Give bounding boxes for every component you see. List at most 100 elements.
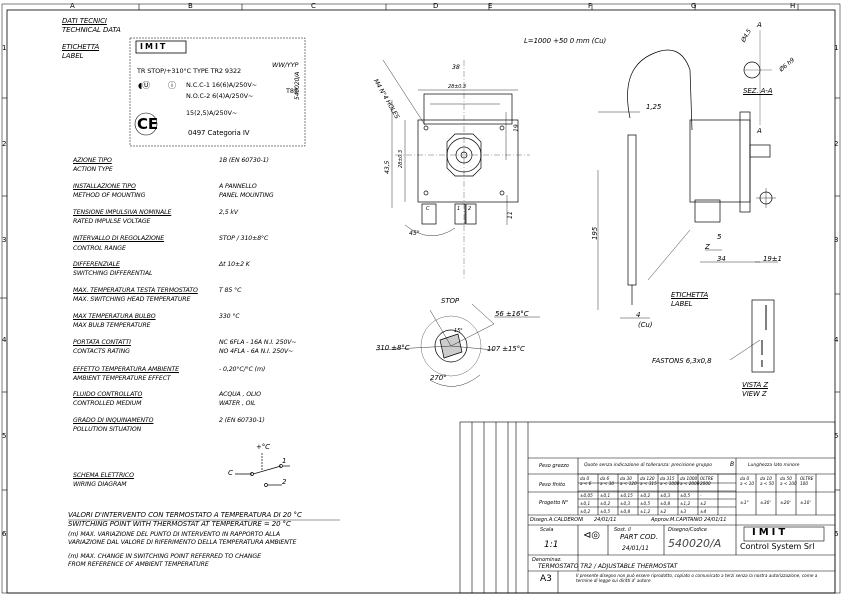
tol-row-b-cell: ±0,8: [660, 501, 671, 506]
spec-val2: WATER , OIL: [219, 400, 256, 407]
spec-en: WIRING DIAGRAM: [73, 481, 127, 488]
side-sez: SEZ. A-A: [743, 87, 773, 95]
spec-val: STOP / 310±8°C: [219, 235, 269, 242]
front-d28: 28±0.3: [448, 84, 466, 90]
grid-row-2-r: 2: [834, 140, 839, 148]
tb-date1: 24/01/11: [594, 517, 617, 523]
tol-head-cell: da 1000 a < 2000: [680, 476, 700, 486]
spec-val: NC 6FLA - 16A N.I. 250V~: [219, 339, 297, 346]
spec-val: 1B (EN 60730-1): [219, 157, 269, 164]
spec-en: POLLUTION SITUATION: [73, 426, 142, 433]
tb-disegno: Disegno/Codice: [668, 527, 707, 533]
front-d45: 45°: [409, 230, 420, 237]
tb-peso: Peso grezzo: [539, 463, 569, 469]
tb-denom: Denominaz.: [532, 557, 562, 563]
grid-row-6: 6: [2, 530, 7, 538]
tol-row-a-cell: ±0,5: [680, 493, 691, 498]
front-d43: 43,5: [384, 160, 391, 174]
spec-en: MAX BULB TEMPERATURE: [73, 322, 151, 329]
tol-head-cell: da 0 a < 6: [580, 476, 592, 486]
ang-head-cell: OLTRE 100: [800, 476, 814, 486]
dial-107: 107 ±15°C: [487, 345, 525, 353]
tb-date2: 24/01/11: [704, 517, 727, 523]
spec-it: AZIONE TIPO: [73, 157, 112, 164]
side-etichetta: ETICHETTA: [671, 291, 709, 299]
spec-it: FLUIDO CONTROLLATO: [73, 391, 143, 398]
side-view: VIEW Z: [742, 390, 767, 398]
tol-row-b-cell: ±0,1: [580, 501, 591, 506]
label-nc: N.C.C-1 16(6)A/250V~: [186, 81, 258, 89]
label-code: WW/YYP: [272, 61, 299, 69]
spec-en: ACTION TYPE: [73, 166, 113, 173]
spec-en: MAX. SWITCHING HEAD TEMPERATURE: [73, 296, 191, 303]
side-d5: 5: [717, 233, 722, 241]
tol-row-b-cell: ±0,3: [620, 501, 631, 506]
wiring-c: C: [228, 469, 233, 477]
tb-progetto: Progetto N°: [539, 500, 569, 506]
spec-val: 2,5 kV: [219, 209, 239, 216]
dial-270: 270°: [430, 374, 447, 382]
front-d19: 19: [513, 124, 520, 132]
tol-row-c-cell: ±2: [660, 509, 667, 514]
tb-date3: 24/01/11: [622, 545, 649, 552]
ang-head-cell: da 10 a < 50: [760, 476, 775, 486]
grid-col-d: D: [433, 2, 439, 10]
spec-it: DIFFERENZIALE: [73, 261, 120, 268]
wiring-1: 1: [282, 457, 287, 465]
spec-it: TENSIONE IMPULSIVA NOMINALE: [73, 209, 172, 216]
side-a-bottom: A: [757, 127, 762, 135]
side-d4: 4: [636, 311, 641, 319]
spec-val: 2 (EN 60730-1): [219, 417, 265, 424]
grid-col-b: B: [188, 2, 193, 10]
spec-it: PORTATA CONTATTI: [73, 339, 131, 346]
side-fastons: FASTONS 6,3x0,8: [652, 357, 712, 365]
grid-row-1-r: 1: [834, 44, 839, 52]
tol-row-a-cell: ±0,3: [660, 493, 671, 498]
tol-row-c-cell: ±0,8: [620, 509, 631, 514]
spec-val: T 85 °C: [219, 287, 242, 294]
tol-row-c-cell: ±1,2: [640, 509, 651, 514]
spec-val: 330 °C: [219, 313, 240, 320]
tb-company: Control System Srl: [740, 542, 815, 551]
tb-size: A3: [540, 574, 552, 584]
front-d38: 38: [452, 64, 460, 71]
front-term-1: 1: [457, 206, 461, 212]
spec-val2: NO 4FLA - 6A N.I. 250V~: [219, 348, 294, 355]
grid-row-6-r: 6: [834, 530, 839, 538]
projection-icon: ⊲◎: [583, 530, 600, 541]
side-len: L=1000 +50 0 mm (Cu): [524, 37, 607, 45]
spec-it: EFFETTO TEMPERATURA AMBIENTE: [73, 366, 179, 373]
tb-legal: Il presente disegno non può essere ripro…: [576, 573, 818, 583]
front-d11: 11: [507, 211, 514, 219]
tb-desc: TERMOSTATO TR2 / ADJUSTABLE THERMOSTAT: [538, 563, 678, 570]
front-d28v: 28±0.3: [398, 150, 404, 168]
ang-head-cell: da 50 a < 100: [780, 476, 797, 486]
ang-val-cell: ±30': [760, 501, 771, 506]
grid-row-3-r: 3: [834, 236, 839, 244]
tol-head-cell: da 315 a < 1000: [660, 476, 680, 486]
ang-val-cell: ±10': [800, 501, 811, 506]
front-term-2: 2: [468, 206, 472, 212]
grid-row-2: 2: [2, 140, 7, 148]
brand-logo: IMIT: [140, 42, 168, 51]
spec-val: ACQUA , OLIO: [219, 391, 261, 398]
spec-it: MAX TEMPERATURA BULBO: [73, 313, 156, 320]
spec-val: A PANNELLO: [219, 183, 257, 190]
title-it: DATI TECNICI: [62, 17, 107, 25]
spec-it: SCHEMA ELETTRICO: [73, 472, 134, 479]
grid-col-a: A: [70, 2, 75, 10]
grid-row-3: 3: [2, 236, 7, 244]
title-en: TECHNICAL DATA: [62, 26, 121, 34]
tb-tol: Quote senza indicazione di tolleranza: p…: [584, 463, 712, 468]
label-side-code: 540020/A: [294, 71, 301, 100]
tol-row-a-cell: ±0,1: [600, 493, 611, 498]
ang-head-cell: da 0 a < 10: [740, 476, 755, 486]
side-label: LABEL: [671, 300, 693, 308]
tb-lung: Lunghezza lato minore: [748, 463, 800, 468]
tb-peso-finito: Peso finito: [539, 482, 566, 488]
spec-it: MAX. TEMPERATURA TESTA TERMOSTATO: [73, 287, 198, 294]
side-d34: 34: [717, 255, 726, 263]
spec-en: AMBIENT TEMPERATURE EFFECT: [73, 375, 171, 382]
tol-row-a-cell: ±0,2: [640, 493, 651, 498]
tb-approvato: Approv.M.CAPITANIO: [651, 517, 703, 523]
